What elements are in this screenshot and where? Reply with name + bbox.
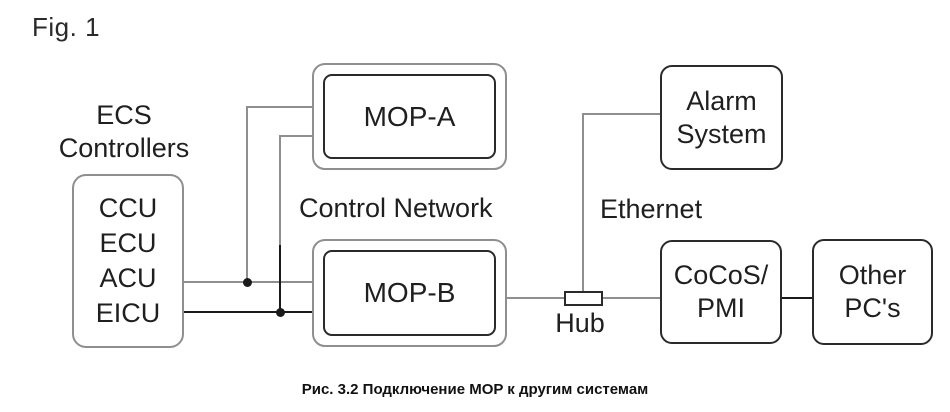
connector-mopa-stub-1 — [246, 106, 312, 108]
alarm-system-label-line1: Alarm — [686, 85, 757, 116]
hub-node — [564, 291, 603, 306]
connector-mopa-stub-2 — [279, 135, 312, 137]
other-pcs-label-line1: Other — [838, 260, 907, 290]
ecs-controllers-label-line1: ECS — [96, 100, 152, 130]
alarm-system-box: Alarm System — [660, 65, 783, 170]
connector-mopa-vertical-2-lower — [279, 245, 281, 313]
ecs-controllers-label-line2: Controllers — [58, 133, 190, 163]
mop-b-box: MOP-B — [312, 239, 507, 347]
ethernet-label: Ethernet — [600, 194, 703, 224]
cocos-pmi-box: CoCoS/ PMI — [660, 240, 782, 344]
other-pcs-label-line2: PC's — [844, 293, 901, 323]
ecs-controllers-label: ECS Controllers — [40, 99, 208, 165]
hub-label: Hub — [555, 308, 605, 338]
connector-mopa-vertical-1 — [246, 106, 248, 283]
figure-number-label: Fig. 1 — [32, 12, 101, 42]
junction-dot-lower — [276, 308, 285, 317]
ecs-item-ecu: ECU — [99, 228, 157, 258]
cocos-pmi-label-line2: PMI — [696, 293, 745, 323]
ecs-item-eicu: EICU — [95, 298, 161, 328]
ecs-item-ccu: CCU — [98, 193, 158, 223]
figure-caption: Рис. 3.2 Подключение MOP к другим систем… — [301, 381, 649, 398]
mop-a-label: MOP-A — [323, 74, 496, 159]
other-pcs-box: Other PC's — [812, 239, 933, 345]
control-network-label: Control Network — [299, 193, 493, 223]
mop-b-label: MOP-B — [323, 250, 496, 336]
connector-hub-alarm-vertical — [582, 113, 584, 291]
cocos-pmi-label-line1: CoCoS/ — [673, 260, 769, 290]
connector-hub-alarm-horizontal — [582, 113, 660, 115]
ecs-controllers-box: CCU ECU ACU EICU — [72, 174, 184, 348]
connector-ecs-mopb-lower — [184, 311, 312, 313]
connector-mopb-hub — [507, 297, 564, 299]
mop-a-box: MOP-A — [312, 63, 507, 170]
ecs-item-acu: ACU — [99, 263, 157, 293]
connector-hub-cocos — [603, 297, 660, 299]
connector-mopa-vertical-2-upper — [279, 135, 281, 245]
alarm-system-label-line2: System — [676, 118, 767, 149]
connector-cocos-other — [782, 297, 812, 299]
junction-dot-upper — [243, 278, 252, 287]
